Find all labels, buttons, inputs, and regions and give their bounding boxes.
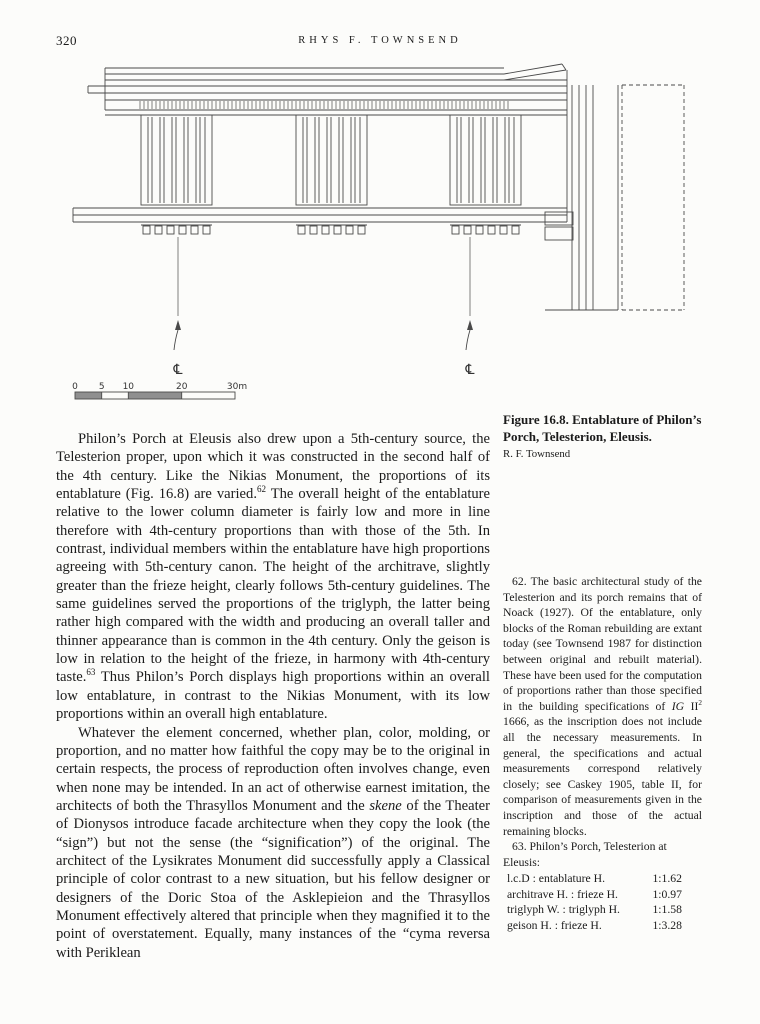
italic-term-skene: skene [369,797,402,814]
scale-label-5: 5 [99,382,105,392]
triglyph-frieze [140,114,522,206]
geison-cornice-lines [87,63,568,222]
figure-area: 0 5 10 20 30m ℄ ℄ [70,58,690,408]
footnote-ref-63: 63 [86,667,96,678]
ratio-value: 1:1.58 [652,903,682,917]
ratio-label: triglyph W. : triglyph H. [507,903,620,917]
figure-caption: Figure 16.8. Entablature of Philon’s Por… [503,412,702,444]
paragraph-text: Philon’s Porch at Eleusis also drew upon… [56,431,490,503]
body-text: Philon’s Porch at Eleusis also drew upon… [56,430,490,962]
ratio-label: geison H. : frieze H. [507,919,602,933]
figure-credit: R. F. Townsend [503,448,571,460]
ratio-label: l.c.D : entablature H. [507,872,606,886]
centerline-symbol-right: ℄ [465,362,475,378]
column-centerlines [173,237,474,351]
architrave-lines [72,207,567,223]
mutule-band [105,99,567,116]
ratio-label: architrave H. : frieze H. [507,887,618,901]
dashed-restoration-outline [621,84,685,311]
ratio-row: triglyph W. : triglyph H. 1:1.58 [503,902,702,918]
paragraph-text: of the Theater of Dionysos introduce fac… [56,797,490,961]
footnote-62: 62. The basic architectural study of the… [503,574,702,839]
scale-label-20: 20 [176,382,188,392]
ratio-value: 1:3.28 [652,919,682,933]
ratio-table: l.c.D : entablature H. 1:1.62 architrave… [503,871,702,933]
paragraph-text: Whatever the element concerned, whether … [56,724,490,814]
figure-caption-block: Figure 16.8. Entablature of Philon’s Por… [503,412,703,460]
regula-guttae [140,224,522,235]
page-number: 320 [56,33,77,48]
running-head: RHYS F. TOWNSEND [298,35,462,46]
body-paragraph-2: Whatever the element concerned, whether … [56,724,490,962]
footnotes: 62. The basic architectural study of the… [503,574,702,934]
paragraph-text: The overall height of the entablature re… [56,486,491,686]
footnote-text: II [684,699,699,713]
scale-label-10: 10 [123,382,135,392]
ratio-value: 1:1.62 [652,872,682,886]
footnote-text: 1666, as the inscription does not includ… [503,715,702,838]
scale-label-0: 0 [72,382,78,392]
ratio-value: 1:0.97 [652,887,682,901]
footnote-ref-62: 62 [256,484,267,495]
scale-label-30m: 30m [227,382,247,392]
ratio-row: architrave H. : frieze H. 1:0.97 [503,887,702,903]
paragraph-text: Thus Philon’s Porch displays high propor… [56,669,490,723]
footnote-text: 62. The basic architectural study of the… [503,575,702,713]
ratio-row: geison H. : frieze H. 1:3.28 [503,918,702,934]
footnote-63-intro: 63. Philon’s Porch, Telesterion at Eleus… [503,840,667,869]
entablature-drawing: 0 5 10 20 30m ℄ ℄ [72,63,685,400]
centerline-symbols: ℄ ℄ [173,362,475,378]
ratio-row: l.c.D : entablature H. 1:1.62 [503,871,702,887]
italic-term-ig: IG [671,699,685,713]
centerline-symbol-left: ℄ [173,362,183,378]
right-section-cut [544,84,685,311]
superscript-2: 2 [698,698,702,707]
body-paragraph-1: Philon’s Porch at Eleusis also drew upon… [56,430,490,724]
scale-bar: 0 5 10 20 30m [72,382,247,400]
